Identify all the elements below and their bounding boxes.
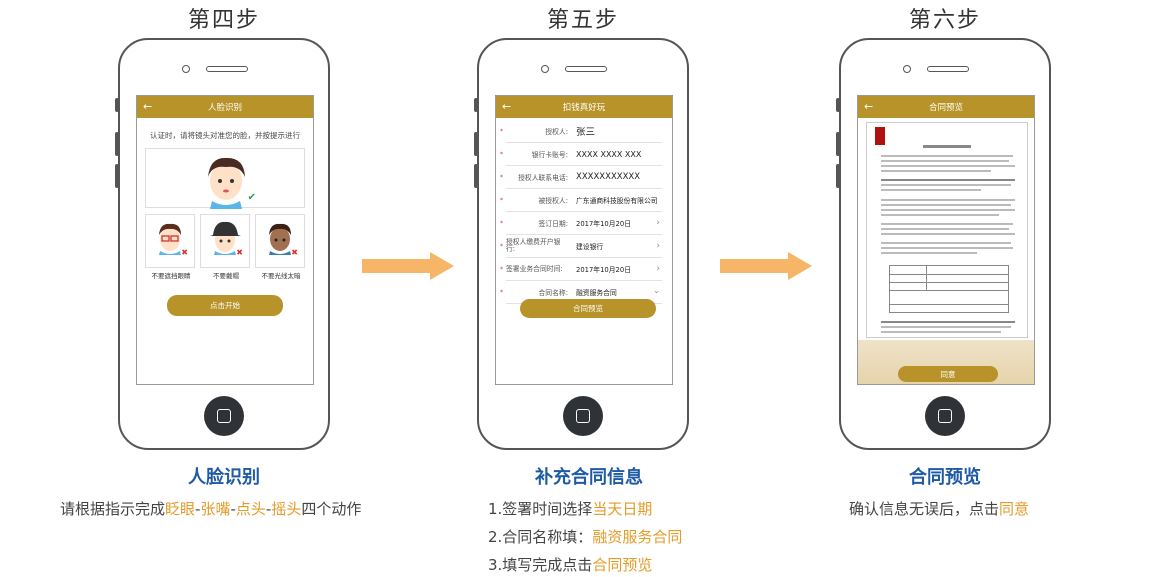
sample-no-cover-eyes: ✖ 不要遮挡眼睛: [145, 214, 195, 280]
instruction-text: 认证时，请将镜头对准您的脸，并按提示进行: [150, 131, 300, 140]
chevron-right-icon: ›: [656, 241, 660, 251]
home-button[interactable]: [563, 396, 603, 436]
x-icon: ✖: [236, 248, 243, 257]
form-row-authorizer[interactable]: * 授权人: 张三: [500, 120, 662, 143]
screen-title: 扣钱真好玩: [562, 103, 606, 113]
back-arrow-icon[interactable]: ←: [143, 100, 153, 113]
field-label: 签署业务合同时间:: [506, 264, 563, 273]
field-value[interactable]: XXXXXXXXXXX: [576, 172, 641, 182]
screen-title: 合同预览: [928, 103, 963, 113]
contract-form-screen: ← 扣钱真好玩 * 授权人: 张三 * 银行卡账号: XXXX XXXX XXX…: [495, 95, 673, 385]
field-label: 银行卡账号:: [531, 151, 568, 159]
field-value[interactable]: 张三: [576, 127, 596, 138]
face-recognition-screen: ← 人脸识别 认证时，请将镜头对准您的脸，并按提示进行 ✔: [136, 95, 314, 385]
caption-line-5-2: 2.合同名称填：融资服务合同: [488, 528, 683, 546]
arrow-right-icon: [720, 252, 812, 280]
back-arrow-icon[interactable]: ←: [502, 100, 512, 113]
sample-no-dark-light: ✖ 不要光线太暗: [255, 214, 305, 280]
field-label: 被授权人:: [538, 197, 568, 205]
form-row-bank-card[interactable]: * 银行卡账号: XXXX XXXX XXX: [500, 143, 662, 166]
form-row-bank[interactable]: * 授权人缴费开户银行: 建设银行 ›: [500, 235, 662, 258]
caption-line-5-3: 3.填写完成点击合同预览: [488, 556, 653, 574]
field-value[interactable]: 2017年10月20日: [576, 220, 631, 228]
caption-title-4: 人脸识别: [188, 467, 260, 488]
face-dark-icon: [269, 223, 291, 255]
phone-step-4: ← 人脸识别 认证时，请将镜头对准您的脸，并按提示进行 ✔: [115, 38, 330, 450]
phone-step-5: ← 扣钱真好玩 * 授权人: 张三 * 银行卡账号: XXXX XXXX XXX…: [474, 38, 689, 450]
field-label: 合同名称:: [538, 289, 568, 297]
home-button[interactable]: [925, 396, 965, 436]
red-seal-icon: [875, 127, 885, 145]
field-value[interactable]: 融资服务合同: [576, 289, 617, 297]
contract-preview-button[interactable]: 合同预览: [520, 299, 656, 318]
form-row-contract-time[interactable]: * 签署业务合同时间: 2017年10月20日 ›: [500, 258, 662, 281]
agree-button[interactable]: 同意: [898, 366, 998, 382]
x-icon: ✖: [291, 248, 298, 257]
field-label: 授权人联系电话:: [518, 174, 568, 182]
x-icon: ✖: [181, 248, 188, 257]
caption-text-4: 请根据指示完成眨眼-张嘴-点头-摇头四个动作: [60, 500, 362, 518]
field-label: 授权人:: [545, 128, 568, 136]
sample-caption: 不要光线太暗: [261, 272, 301, 280]
face-hat-icon: [210, 221, 241, 255]
caption-title-5: 补充合同信息: [535, 467, 643, 488]
phone-step-6: ← 合同预览: [836, 38, 1051, 450]
sample-no-hat: ✖ 不要戴帽: [200, 214, 250, 280]
caption-line-5-1: 1.签署时间选择当天日期: [488, 500, 653, 518]
contract-document-image: [866, 122, 1028, 338]
face-glasses-icon: [159, 223, 181, 255]
back-arrow-icon[interactable]: ←: [864, 100, 874, 113]
caption-text-6: 确认信息无误后，点击同意: [849, 500, 1030, 518]
contract-preview-screen: ← 合同预览: [857, 95, 1035, 385]
step-title-4: 第四步: [187, 8, 260, 33]
step-title-6: 第六步: [908, 8, 981, 33]
home-button[interactable]: [204, 396, 244, 436]
face-preview: ✔: [145, 148, 305, 209]
form-row-sign-date[interactable]: * 签订日期: 2017年10月20日 ›: [500, 212, 662, 235]
form-row-authorized[interactable]: * 被授权人: 广东通商科技股份有限公司: [500, 189, 662, 212]
field-label: 签订日期:: [538, 220, 568, 228]
app-header: ← 扣钱真好玩: [496, 96, 672, 118]
chevron-right-icon: ›: [656, 264, 660, 274]
sample-caption: 不要遮挡眼睛: [151, 272, 191, 280]
caption-title-6: 合同预览: [909, 467, 981, 488]
app-header: ← 合同预览: [858, 96, 1034, 118]
arrow-right-icon: [362, 252, 454, 280]
form-row-phone[interactable]: * 授权人联系电话: XXXXXXXXXXX: [500, 166, 662, 189]
chevron-right-icon: ›: [656, 218, 660, 228]
screen-title: 人脸识别: [207, 103, 242, 113]
step-title-5: 第五步: [546, 8, 619, 33]
field-value[interactable]: 建设银行: [576, 243, 604, 251]
field-label: 授权人缴费开户银行:: [506, 238, 561, 253]
start-button[interactable]: 点击开始: [167, 295, 283, 316]
chevron-down-icon: ›: [651, 290, 662, 294]
field-value[interactable]: 2017年10月20日: [576, 266, 631, 274]
check-icon: ✔: [247, 192, 256, 203]
app-header: ← 人脸识别: [137, 96, 313, 118]
field-value[interactable]: XXXX XXXX XXX: [576, 149, 642, 159]
field-value: 广东通商科技股份有限公司: [576, 197, 658, 205]
face-avatar-icon: [208, 157, 245, 209]
sample-caption: 不要戴帽: [213, 272, 239, 280]
